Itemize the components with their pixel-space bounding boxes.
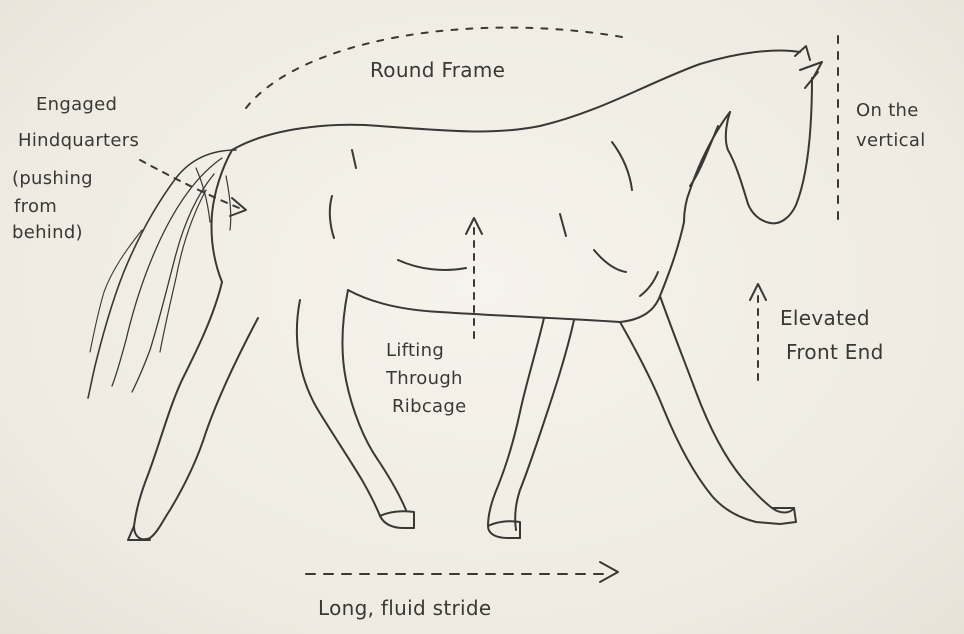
hind-leg-back — [134, 282, 222, 539]
horse-belly — [348, 290, 620, 322]
tail-strand-2 — [132, 174, 214, 392]
engaged-label-line3: (pushing — [12, 168, 93, 190]
on-vertical-label-line1: On the — [856, 100, 919, 122]
tail-main — [88, 150, 236, 398]
engaged-label-line4: from — [14, 196, 57, 218]
horse-throat — [684, 112, 730, 222]
horse-rump — [211, 150, 232, 282]
engaged-label-line2: Hindquarters — [18, 130, 139, 152]
lifting-label-line3: Ribcage — [392, 396, 466, 418]
lifting-label-line1: Lifting — [386, 340, 444, 362]
hind-hoof-front — [380, 511, 414, 528]
engaged-label-line5: behind) — [12, 222, 83, 244]
hind-leg-back-inner — [150, 318, 258, 538]
elevated-label-line2: Front End — [786, 340, 884, 364]
tail-strand-3 — [160, 190, 206, 352]
horse-jaw — [726, 112, 748, 204]
engaged-label-line1: Engaged — [36, 94, 117, 116]
on-vertical-label-line2: vertical — [856, 130, 926, 152]
horse-face — [748, 78, 812, 223]
round-frame-label: Round Frame — [370, 58, 505, 82]
horse-ears — [795, 46, 822, 88]
engaged-arrow — [140, 160, 244, 210]
stride-label: Long, fluid stride — [318, 596, 491, 620]
stride-arrow-head — [600, 562, 618, 582]
horse-chest — [620, 222, 684, 322]
front-leg-front — [660, 296, 794, 513]
lifting-label-line2: Through — [386, 368, 463, 390]
body-detail — [330, 142, 658, 296]
front-leg-back-inner — [515, 320, 574, 530]
elevated-label-line1: Elevated — [780, 306, 870, 330]
